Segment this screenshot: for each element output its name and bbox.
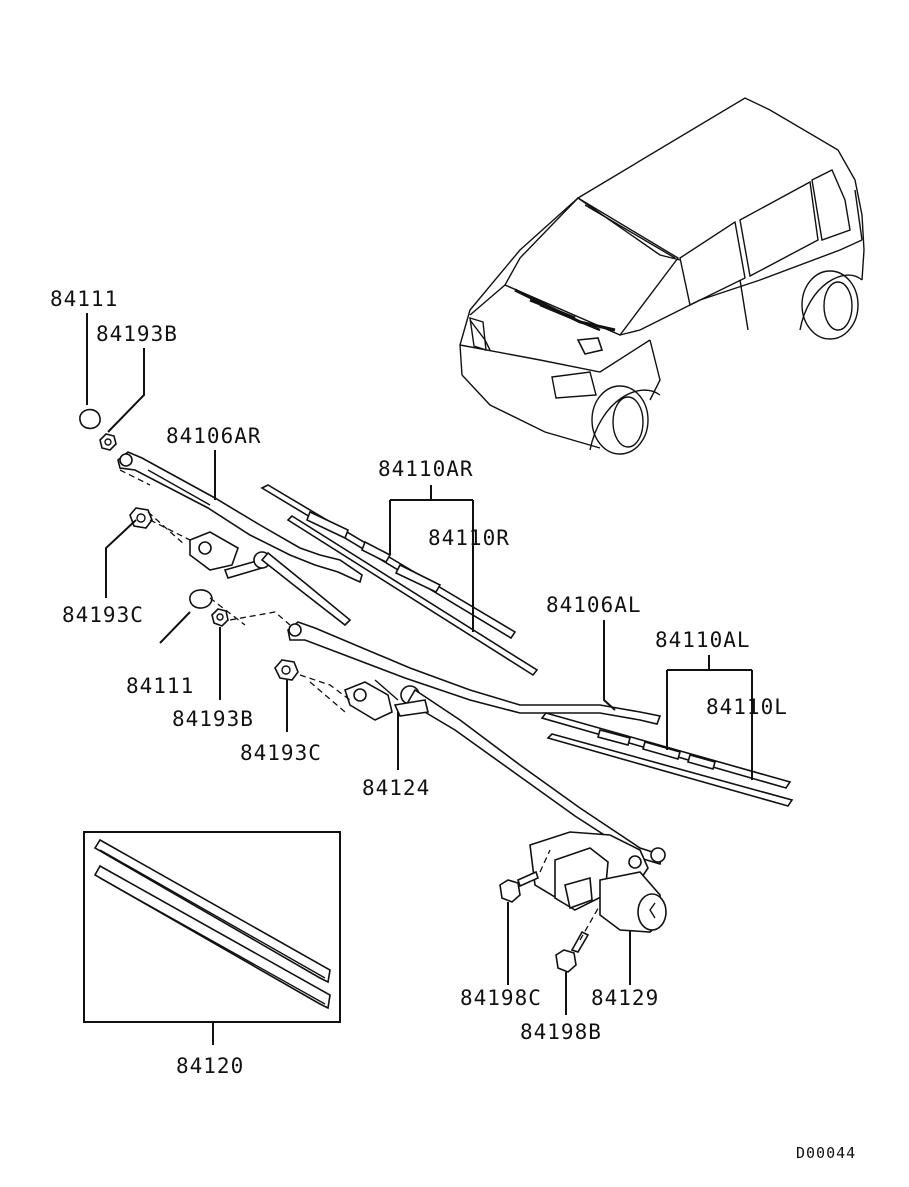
label-84106AL: 84106AL	[546, 593, 642, 617]
label-84110AR: 84110AR	[378, 457, 474, 481]
vehicle-illustration	[459, 97, 865, 455]
label-84129: 84129	[591, 986, 659, 1010]
left-wiper-blade-84110AL	[540, 712, 794, 807]
wiper-motor-84129	[529, 831, 667, 933]
label-84198B: 84198B	[520, 1020, 602, 1044]
label-84106AR: 84106AR	[166, 424, 262, 448]
left-wiper-arm-84106AL	[287, 621, 662, 725]
label-84111-mid: 84111	[126, 674, 194, 698]
assembly-guide-lines	[119, 469, 601, 941]
label-84111-top: 84111	[50, 287, 118, 311]
right-wiper-arm-84106AR	[117, 451, 363, 584]
wiper-linkage-84124	[189, 531, 666, 866]
label-84110AL: 84110AL	[655, 628, 751, 652]
label-84193B-mid: 84193B	[172, 707, 254, 731]
label-84124: 84124	[362, 776, 430, 800]
label-84110L: 84110L	[706, 695, 788, 719]
label-84193B-top: 84193B	[96, 322, 178, 346]
label-84193C-mid: 84193C	[240, 741, 322, 765]
right-wiper-blade-84110AR	[260, 484, 539, 677]
leader-lines	[86, 313, 753, 1045]
fasteners	[79, 408, 590, 973]
drawing-code: D00044	[796, 1144, 856, 1162]
label-84110R: 84110R	[428, 526, 510, 550]
part-labels: 84111 84193B 84106AR 84110AR 84110R 8419…	[50, 287, 856, 1162]
label-84120: 84120	[176, 1054, 244, 1078]
refill-kit-84120	[83, 831, 341, 1023]
label-84198C: 84198C	[460, 986, 542, 1010]
label-84193C-left: 84193C	[62, 603, 144, 627]
